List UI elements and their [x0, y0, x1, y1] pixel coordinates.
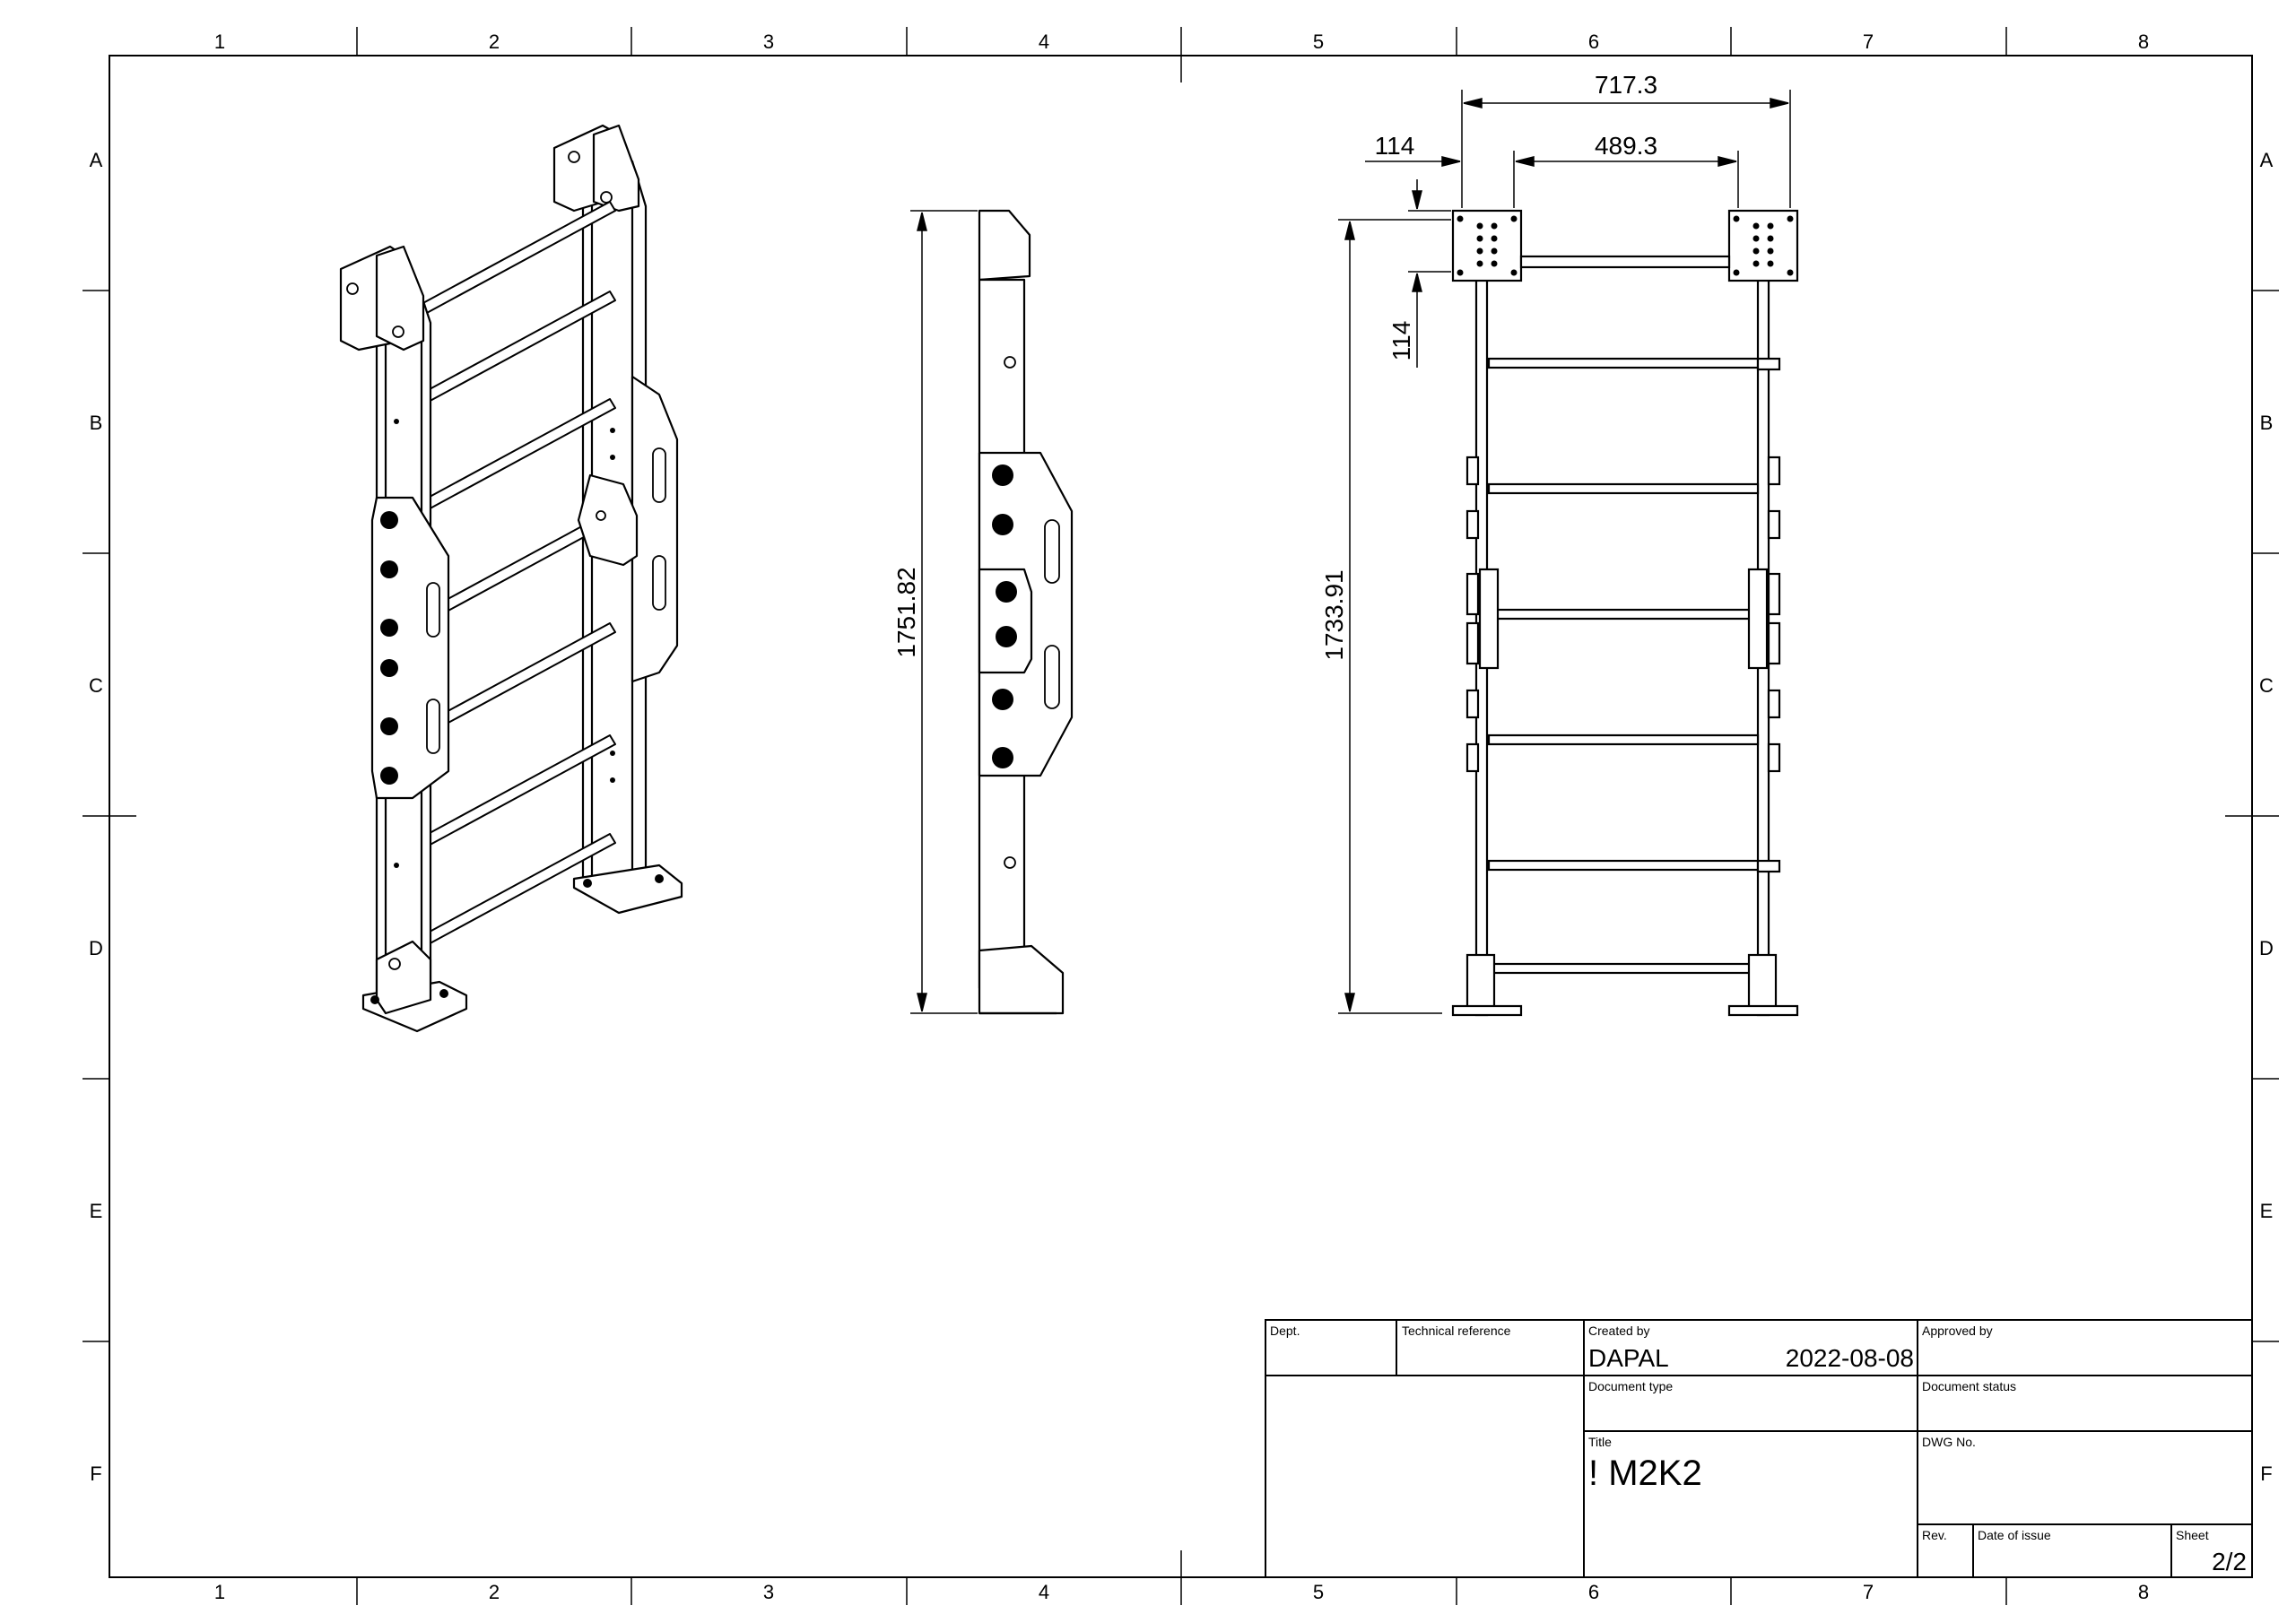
techref-label: Technical reference: [1402, 1324, 1511, 1338]
zone-col-4-bottom: 4: [1039, 1581, 1049, 1603]
dim-left-offset: 114: [1375, 132, 1415, 160]
date-of-issue-label: Date of issue: [1978, 1528, 2051, 1542]
zone-col-5-bottom: 5: [1313, 1581, 1324, 1603]
zone-row-a-right: A: [2260, 149, 2274, 171]
zone-col-1-top: 1: [214, 30, 225, 53]
side-view: [978, 209, 1074, 1015]
rev-label: Rev.: [1922, 1528, 1947, 1542]
zone-row-f-right: F: [2260, 1462, 2272, 1485]
doc-type-label: Document type: [1588, 1379, 1673, 1393]
dim-side-height-lines: [910, 210, 978, 1014]
dim-inner-width: 489.3: [1595, 132, 1657, 160]
zone-row-a-left: A: [90, 149, 103, 171]
isometric-details: [346, 151, 666, 970]
zone-col-7-top: 7: [1863, 30, 1874, 53]
front-dimension-lines: [1338, 90, 1791, 1014]
sheet-label: Sheet: [2176, 1528, 2209, 1542]
side-view-details: [1004, 356, 1060, 869]
zone-row-c-right: C: [2259, 674, 2274, 697]
zone-row-d-right: D: [2259, 937, 2274, 959]
zone-col-6-top: 6: [1588, 30, 1599, 53]
zone-col-1-bottom: 1: [214, 1581, 225, 1603]
zone-col-5-top: 5: [1313, 30, 1324, 53]
isometric-knobs: [370, 419, 664, 1004]
zone-col-8-bottom: 8: [2138, 1581, 2149, 1603]
zone-col-2-bottom: 2: [489, 1581, 500, 1603]
dim-overall-width: 717.3: [1595, 71, 1657, 99]
dim-plate-height: 114: [1387, 321, 1415, 361]
created-by-value: DAPAL: [1588, 1344, 1669, 1372]
side-view-knobs: [992, 464, 1017, 768]
title-label: Title: [1588, 1435, 1612, 1449]
zone-row-f-left: F: [90, 1462, 101, 1485]
zone-col-7-bottom: 7: [1863, 1581, 1874, 1603]
zone-col-3-bottom: 3: [763, 1581, 774, 1603]
zone-col-3-top: 3: [763, 30, 774, 53]
front-view: [1451, 209, 1799, 1017]
front-view-bolt-holes: [1457, 215, 1794, 276]
title-block: [1265, 1319, 2253, 1578]
isometric-view: [339, 124, 683, 1033]
created-date-value: 2022-08-08: [1786, 1344, 1914, 1372]
dwg-no-label: DWG No.: [1922, 1435, 1976, 1449]
zone-col-6-bottom: 6: [1588, 1581, 1599, 1603]
zone-row-e-left: E: [90, 1200, 103, 1222]
zone-col-8-top: 8: [2138, 30, 2149, 53]
zone-col-4-top: 4: [1039, 30, 1049, 53]
dept-label: Dept.: [1270, 1324, 1300, 1338]
dim-front-height: 1733.91: [1320, 569, 1348, 660]
zone-col-2-top: 2: [489, 30, 500, 53]
zone-row-c-left: C: [89, 674, 103, 697]
zone-row-b-right: B: [2260, 412, 2274, 434]
zone-row-d-left: D: [89, 937, 103, 959]
drawing-title: ! M2K2: [1588, 1454, 1702, 1493]
created-by-label: Created by: [1588, 1324, 1649, 1338]
approved-by-label: Approved by: [1922, 1324, 1993, 1338]
doc-status-label: Document status: [1922, 1379, 2016, 1393]
zone-ticks: [83, 27, 2279, 1605]
zone-row-e-right: E: [2260, 1200, 2274, 1222]
dim-side-height: 1751.82: [892, 567, 920, 657]
zone-row-b-left: B: [90, 412, 103, 434]
sheet-number: 2/2: [2212, 1548, 2247, 1575]
